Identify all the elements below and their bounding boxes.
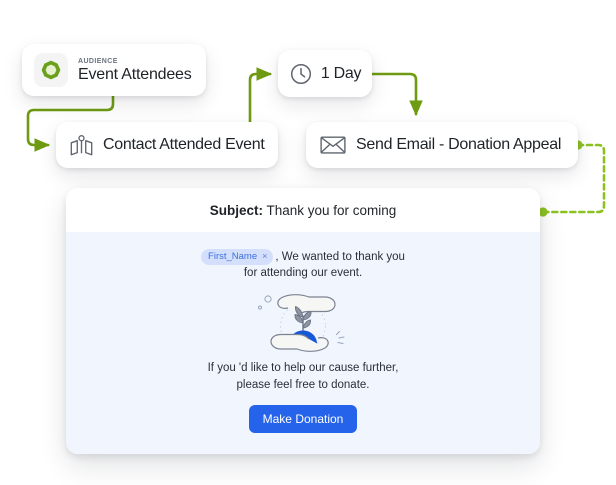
- email-subject-label: Subject:: [209, 202, 263, 218]
- email-subject-bar: Subject: Thank you for coming: [66, 188, 540, 232]
- make-donation-button[interactable]: Make Donation: [248, 404, 358, 433]
- email-greeting-row: First_Name × , We wanted to thank you: [201, 249, 405, 266]
- email-subject-line: Subject: Thank you for coming: [210, 203, 397, 218]
- email-greeting-line2: for attending our event.: [243, 267, 363, 280]
- audience-title: Event Attendees: [78, 65, 192, 83]
- node-delay[interactable]: 1 Day: [278, 50, 372, 97]
- merge-tag-remove-icon[interactable]: ×: [262, 251, 268, 262]
- merge-tag-label: First_Name: [208, 251, 258, 262]
- node-contact[interactable]: Contact Attended Event: [56, 122, 278, 168]
- map-pin-icon: [70, 134, 93, 155]
- envelope-icon: [320, 136, 346, 154]
- clock-icon: [290, 63, 311, 84]
- contact-label: Contact Attended Event: [103, 136, 265, 153]
- email-body: First_Name × , We wanted to thank you fo…: [66, 232, 540, 454]
- audience-text-block: AUDIENCE Event Attendees: [78, 58, 192, 83]
- connector-delay-to-email: [370, 72, 423, 117]
- audience-hexagon-logo-icon: [41, 60, 61, 80]
- audience-kicker: AUDIENCE: [78, 57, 118, 65]
- email-preview-panel[interactable]: Subject: Thank you for coming First_Name…: [66, 188, 540, 454]
- audience-logo: [34, 53, 68, 87]
- email-greeting-tail: , We wanted to thank you: [275, 251, 405, 264]
- merge-tag-chip[interactable]: First_Name ×: [201, 249, 274, 266]
- connector-contact-to-delay: [248, 67, 273, 124]
- node-send-email[interactable]: Send Email - Donation Appeal: [306, 122, 578, 168]
- delay-label: 1 Day: [320, 64, 362, 82]
- email-cta-line1: If you 'd like to help our cause further…: [207, 362, 399, 375]
- email-label: Send Email - Donation Appeal: [356, 136, 562, 153]
- email-subject-value: Thank you for coming: [266, 202, 397, 218]
- hands-holding-sprout-illustration: [258, 294, 345, 352]
- node-audience[interactable]: AUDIENCE Event Attendees: [22, 44, 206, 96]
- email-cta-line2: please feel free to donate.: [236, 379, 370, 392]
